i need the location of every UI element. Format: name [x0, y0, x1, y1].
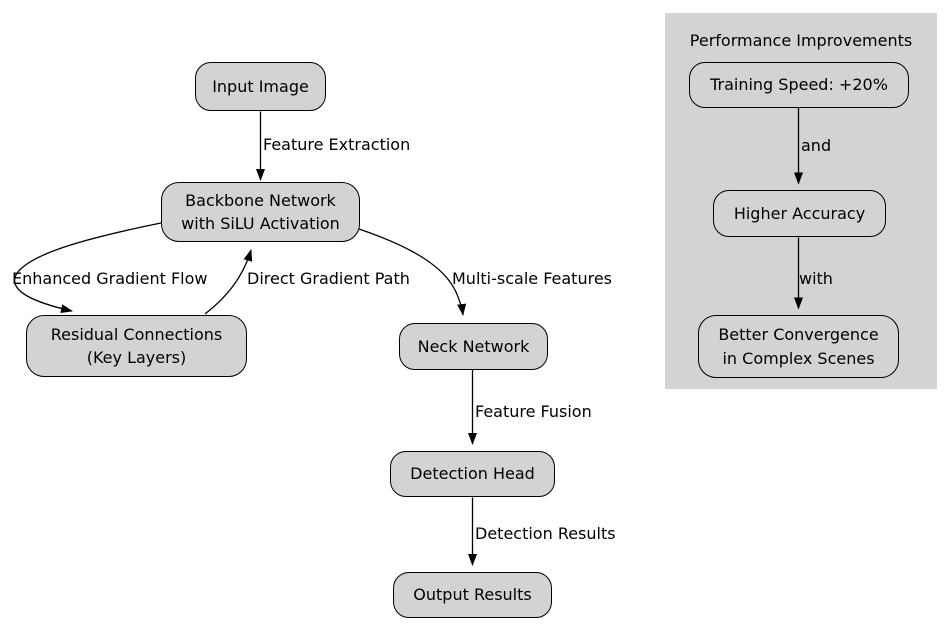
node-detection-head: Detection Head [390, 451, 555, 497]
cluster-title: Performance Improvements [689, 31, 913, 50]
node-better-convergence: Better Convergence in Complex Scenes [698, 315, 899, 378]
edge-label-enhanced-gradient-flow: Enhanced Gradient Flow [12, 269, 208, 288]
edge-label-with: with [799, 269, 833, 288]
node-input-image: Input Image [195, 62, 326, 111]
node-higher-accuracy: Higher Accuracy [713, 190, 886, 237]
edge-label-feature-fusion: Feature Fusion [475, 402, 592, 421]
node-residual-connections: Residual Connections (Key Layers) [26, 315, 247, 377]
node-output-results: Output Results [393, 572, 552, 618]
edge-label-multi-scale-features: Multi-scale Features [452, 269, 612, 288]
edge-residual-to-backbone [204, 249, 253, 315]
edge-backbone-to-residual [13, 222, 162, 313]
edge-label-direct-gradient-path: Direct Gradient Path [247, 269, 410, 288]
edge-label-feature-extraction: Feature Extraction [263, 135, 411, 154]
node-neck-network: Neck Network [399, 323, 548, 370]
node-training-speed: Training Speed: +20% [689, 62, 909, 108]
edge-label-and: and [801, 136, 832, 155]
edge-label-detection-results: Detection Results [475, 524, 616, 543]
node-backbone-network: Backbone Network with SiLU Activation [161, 182, 360, 242]
